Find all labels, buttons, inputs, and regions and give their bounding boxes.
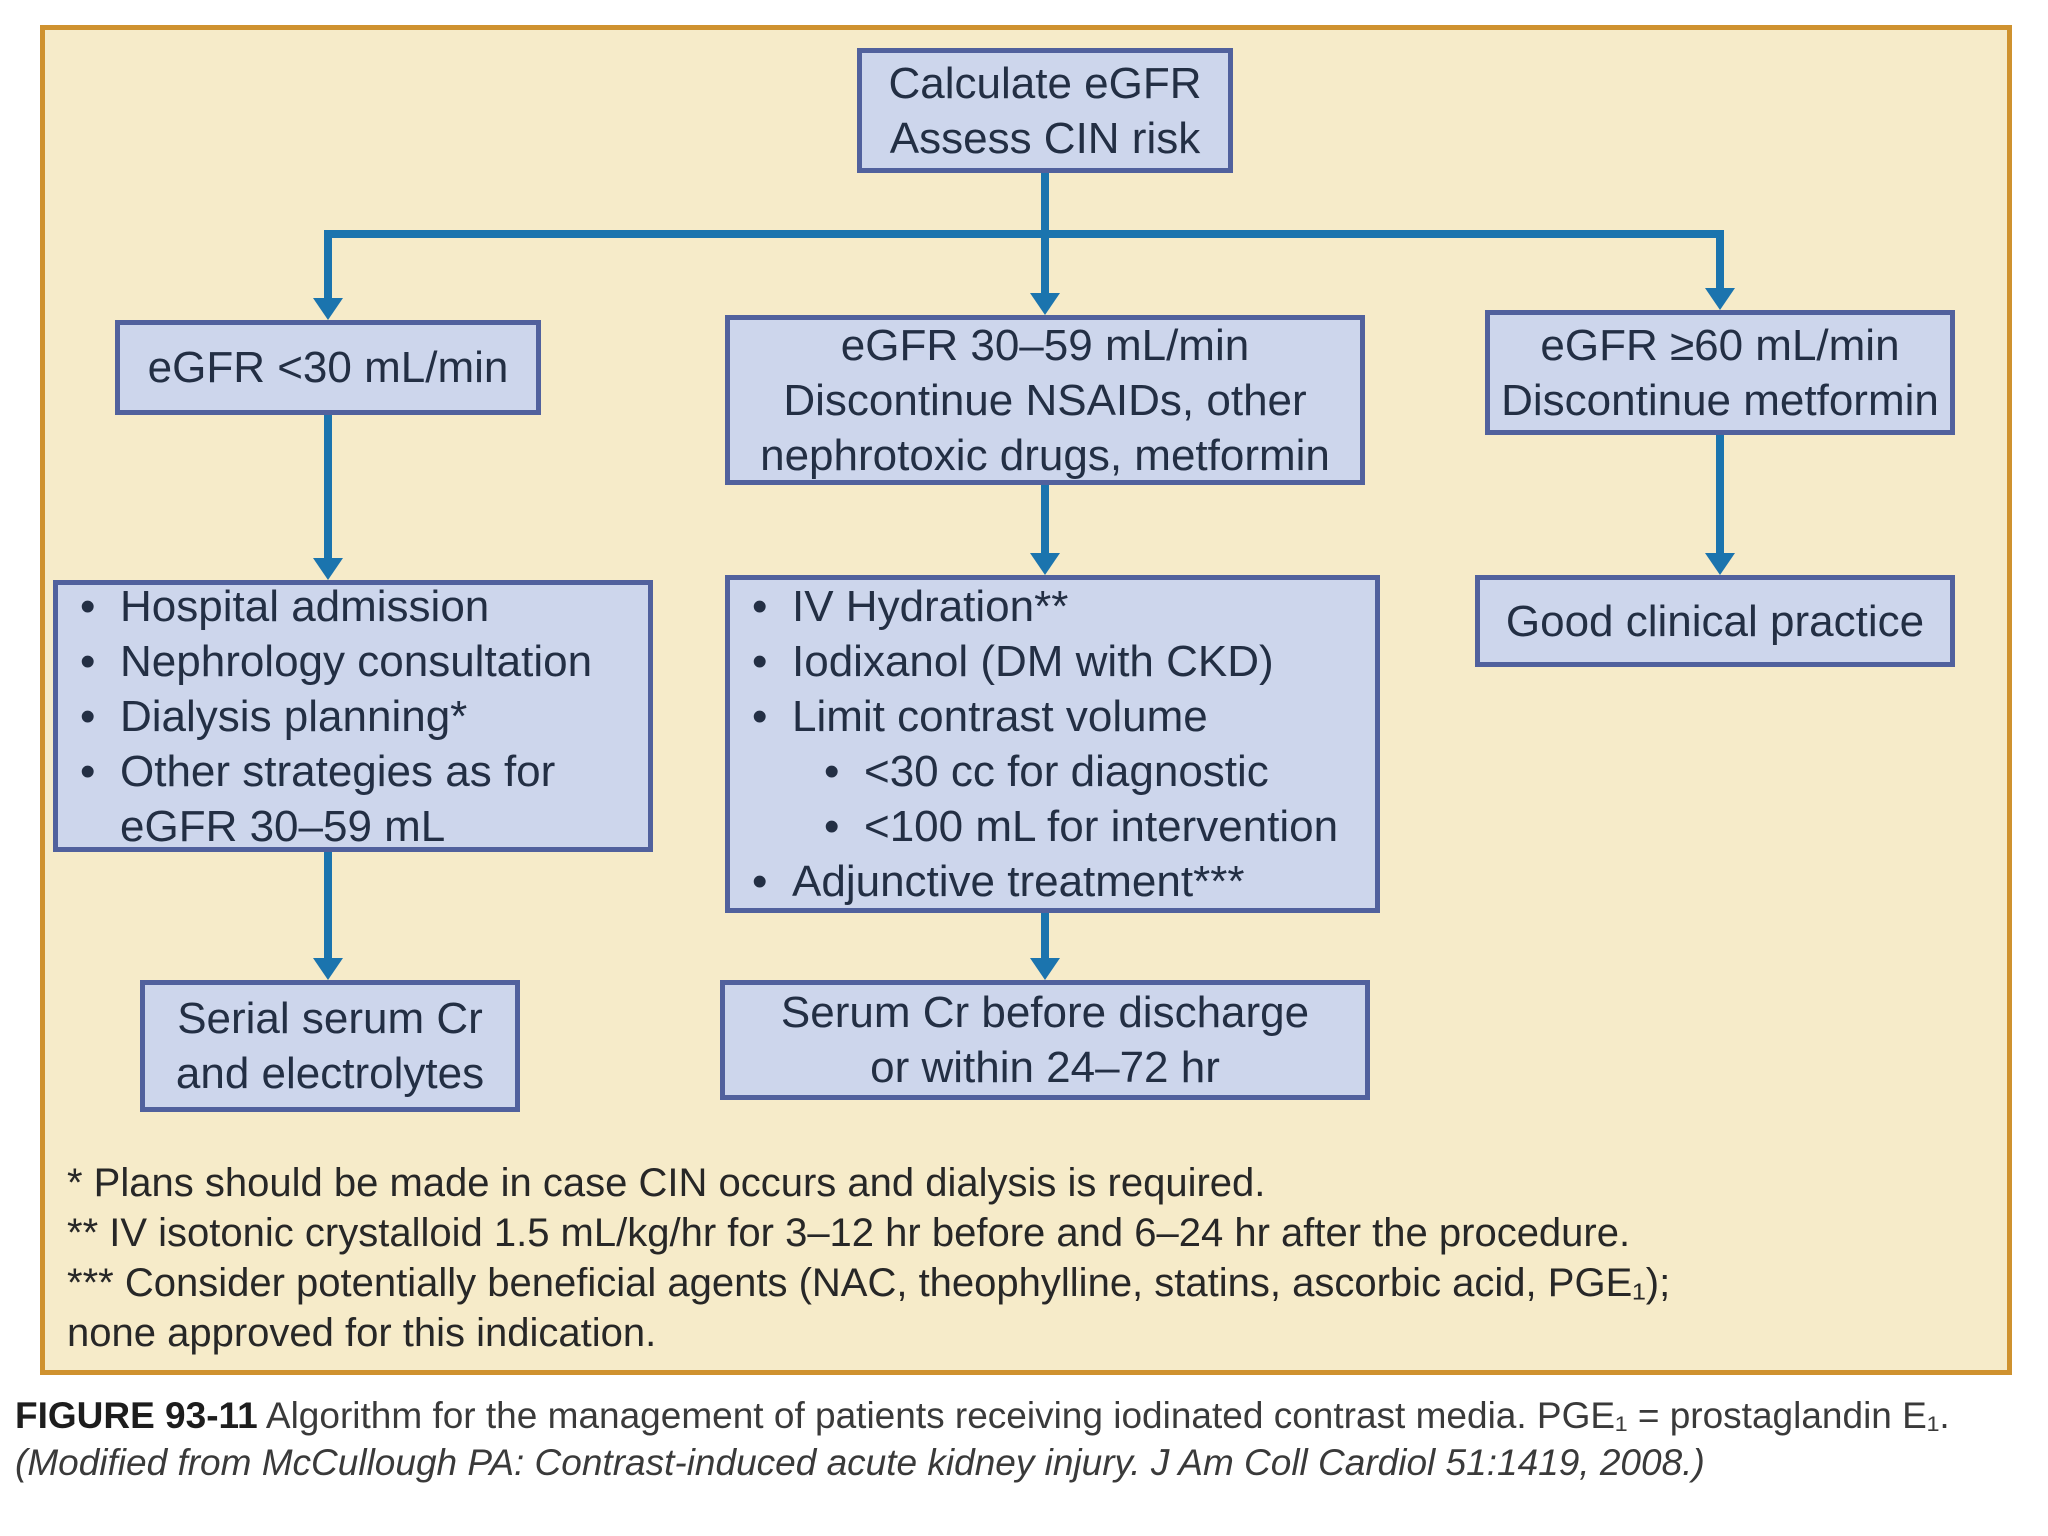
arrow-down-icon (1030, 958, 1060, 980)
node-egfr-lt30: eGFR <30 mL/min (115, 320, 541, 415)
node-text: Discontinue metformin (1501, 375, 1939, 425)
list-item-text: Iodixanol (DM with CKD) (792, 637, 1274, 686)
arrow-down-icon (313, 558, 343, 580)
connector-line (1716, 435, 1724, 553)
arrow-down-icon (1030, 553, 1060, 575)
node-30-59-actions: • IV Hydration** • Iodixanol (DM with CK… (725, 575, 1380, 913)
node-calculate-egfr: Calculate eGFR Assess CIN risk (857, 48, 1233, 173)
list-item-text: Other strategies as for eGFR 30–59 mL (120, 746, 556, 851)
arrow-down-icon (1705, 288, 1735, 310)
bullet-icon: • (752, 857, 768, 906)
node-egfr-30-59: eGFR 30–59 mL/min Discontinue NSAIDs, ot… (725, 315, 1365, 485)
flowchart-panel: Calculate eGFR Assess CIN risk eGFR <30 … (40, 25, 2012, 1375)
node-serial-serum-cr: Serial serum Cr and electrolytes (140, 980, 520, 1112)
arrow-down-icon (313, 298, 343, 320)
node-text: Serum Cr before discharge (780, 988, 1310, 1037)
list-item: • Nephrology consultation (80, 634, 638, 689)
list-item: • IV Hydration** (752, 579, 1365, 634)
list-item: • Hospital admission (80, 579, 638, 634)
bullet-icon: • (752, 582, 768, 631)
node-lt30-actions: • Hospital admission • Nephrology consul… (53, 580, 653, 852)
node-text: Assess CIN risk (889, 113, 1201, 163)
list-item: • Limit contrast volume (752, 689, 1365, 744)
list-item-text: Hospital admission (120, 581, 490, 631)
list-item: • Iodixanol (DM with CKD) (752, 634, 1365, 689)
figure-caption: FIGURE 93-11 Algorithm for the managemen… (15, 1392, 2037, 1486)
list-item: • <30 cc for diagnostic (752, 744, 1365, 799)
list-item-text: Dialysis planning* (120, 691, 468, 741)
bullet-icon: • (80, 691, 96, 741)
node-text: eGFR <30 mL/min (147, 343, 509, 392)
bullet-icon: • (824, 747, 840, 796)
node-egfr-ge60: eGFR ≥60 mL/min Discontinue metformin (1485, 310, 1955, 435)
list-item-text: <30 cc for diagnostic (864, 747, 1269, 796)
caption-citation: (Modified from McCullough PA: Contrast-i… (15, 1442, 1705, 1483)
connector-line (324, 852, 332, 958)
caption-text: Algorithm for the management of patients… (257, 1395, 1950, 1436)
bullet-icon: • (824, 802, 840, 851)
bullet-icon: • (80, 746, 96, 796)
node-text: Serial serum Cr (177, 994, 483, 1043)
connector-line (1041, 230, 1049, 293)
bullet-icon: • (80, 636, 96, 686)
connector-line (1041, 173, 1049, 234)
list-item: • Adjunctive treatment*** (752, 854, 1365, 909)
figure-label: FIGURE 93-11 (15, 1395, 258, 1436)
node-text: Calculate eGFR (888, 58, 1202, 108)
connector-line (1041, 485, 1049, 553)
node-text: nephrotoxic drugs, metformin (760, 430, 1330, 480)
connector-line (1041, 913, 1049, 958)
bullet-icon: • (752, 692, 768, 741)
footnote: none approved for this indication. (67, 1311, 657, 1355)
bullet-icon: • (80, 581, 96, 631)
list-item: • <100 mL for intervention (752, 799, 1365, 854)
footnotes: * Plans should be made in case CIN occur… (67, 1158, 1987, 1358)
list-item-text: Nephrology consultation (120, 636, 593, 686)
footnote: * Plans should be made in case CIN occur… (67, 1161, 1266, 1205)
node-text: Discontinue NSAIDs, other (783, 375, 1307, 425)
node-text: Good clinical practice (1505, 596, 1925, 646)
list-item-text: Limit contrast volume (792, 692, 1208, 741)
node-text: or within 24–72 hr (870, 1043, 1220, 1092)
arrow-down-icon (313, 958, 343, 980)
connector-line (324, 230, 1724, 238)
node-text: and electrolytes (175, 1049, 485, 1098)
arrow-down-icon (1030, 293, 1060, 315)
list-item-text: Adjunctive treatment*** (792, 857, 1245, 906)
node-good-clinical-practice: Good clinical practice (1475, 575, 1955, 667)
footnote: ** IV isotonic crystalloid 1.5 mL/kg/hr … (67, 1211, 1631, 1255)
list-item: • Other strategies as for eGFR 30–59 mL (80, 744, 638, 854)
list-item-text: <100 mL for intervention (864, 802, 1339, 851)
bullet-icon: • (752, 637, 768, 686)
node-text: eGFR 30–59 mL/min (840, 320, 1250, 370)
node-text: eGFR ≥60 mL/min (1540, 320, 1900, 370)
list-item-text: IV Hydration** (792, 582, 1069, 631)
list-item: • Dialysis planning* (80, 689, 638, 744)
node-serum-cr-discharge: Serum Cr before discharge or within 24–7… (720, 980, 1370, 1100)
connector-line (1716, 230, 1724, 288)
arrow-down-icon (1705, 553, 1735, 575)
connector-line (324, 415, 332, 558)
footnote: *** Consider potentially beneficial agen… (67, 1261, 1671, 1305)
connector-line (324, 230, 332, 298)
